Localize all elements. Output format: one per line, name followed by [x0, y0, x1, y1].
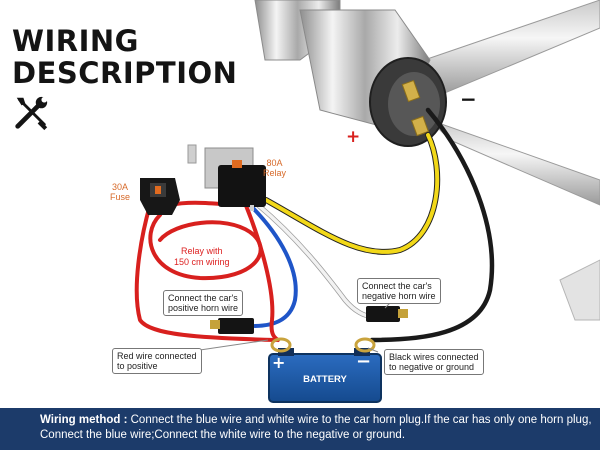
wires: [134, 107, 495, 343]
battery: [268, 337, 382, 403]
page-title-line1: WIRING: [12, 24, 139, 58]
fuse-holder: [140, 178, 180, 215]
horn-positive-sign: +: [346, 127, 361, 147]
battery-label: BATTERY: [303, 374, 347, 385]
connector-negative: [366, 306, 408, 322]
relay-label: 80A Relay: [263, 158, 287, 178]
horn-trumpet: [393, 0, 600, 321]
callout-black-wire: Black wires connected to negative or gro…: [384, 349, 484, 375]
battery-positive-sign: +: [272, 353, 286, 372]
page-title-line2: DESCRIPTION: [12, 56, 238, 90]
callout-negative-horn: Connect the car's negative horn wire: [357, 278, 441, 304]
wiring-method-footer: Wiring method : Connect the blue wire an…: [0, 408, 600, 450]
battery-negative-sign: −: [356, 351, 372, 372]
wrench-screwdriver-icon: [15, 96, 48, 131]
relay: [187, 144, 266, 211]
horn-negative-sign: −: [460, 87, 477, 111]
callout-positive-horn: Connect the car's positive horn wire: [163, 290, 244, 316]
connector-positive: [210, 318, 254, 334]
relay-wiring-note: Relay with 150 cm wiring: [174, 246, 230, 267]
callout-red-wire: Red wire connected to positive: [112, 348, 202, 374]
wiring-method-text: Connect the blue wire and white wire to …: [40, 414, 592, 441]
wiring-method-label: Wiring method :: [40, 414, 128, 426]
horn-compressor: [254, 0, 447, 147]
fuse-label: 30A Fuse: [110, 182, 131, 202]
